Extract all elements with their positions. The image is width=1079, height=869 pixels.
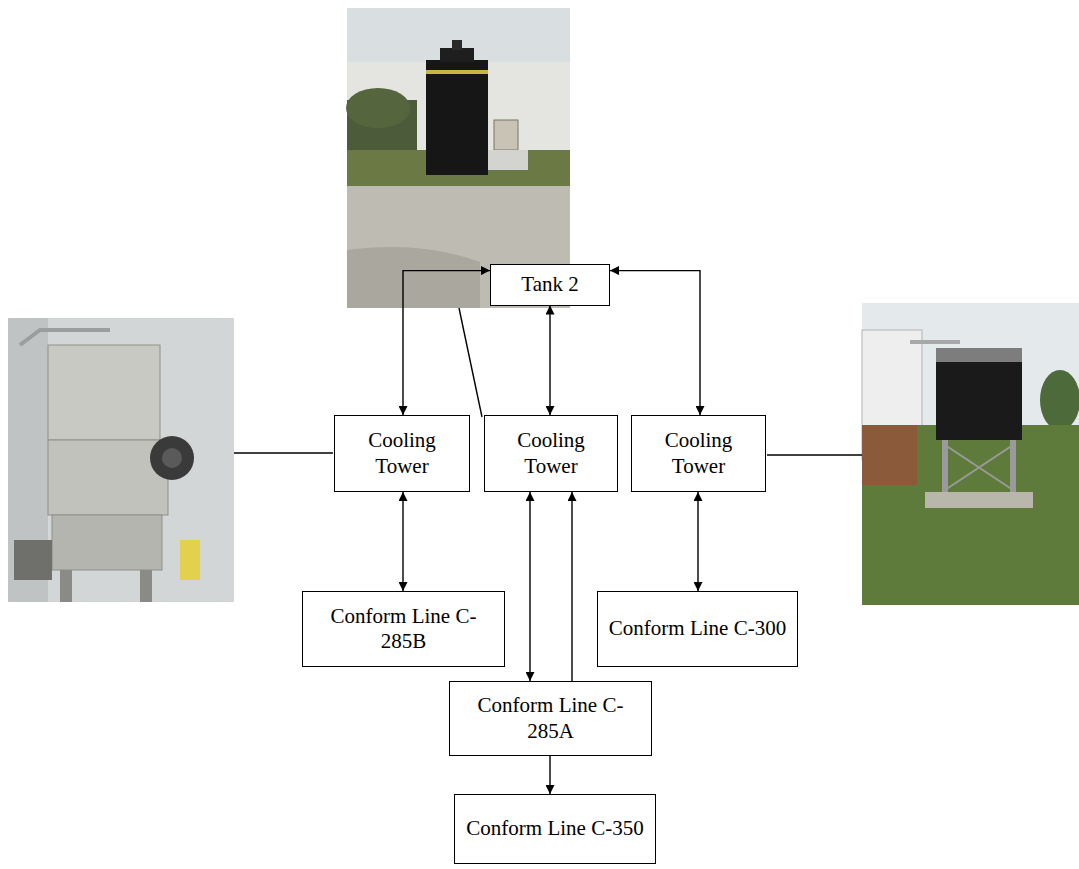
tower-leg bbox=[1010, 440, 1016, 495]
tower-leg bbox=[942, 440, 948, 495]
leader-line bbox=[234, 452, 333, 453]
flow-connector bbox=[549, 306, 550, 415]
process-box: Cooling Tower bbox=[631, 415, 766, 492]
tree bbox=[1040, 370, 1079, 430]
fan-motor bbox=[150, 436, 194, 480]
photo-sky bbox=[862, 303, 1079, 605]
process-box: Conform Line C-300 bbox=[597, 591, 798, 667]
valve bbox=[180, 540, 200, 580]
process-box: Tank 2 bbox=[490, 264, 610, 305]
flow-connector bbox=[610, 271, 700, 415]
tower-body bbox=[936, 348, 1022, 440]
wet-patch bbox=[347, 247, 480, 308]
pipe bbox=[20, 330, 110, 345]
mulch bbox=[862, 425, 917, 485]
legged-tower-photo bbox=[862, 303, 1079, 605]
flow-connector bbox=[549, 756, 550, 794]
process-box: Conform Line C-285B bbox=[302, 591, 505, 667]
flow-connector bbox=[403, 271, 490, 415]
leader-line bbox=[459, 308, 482, 417]
leg-brace bbox=[945, 445, 1013, 490]
tower-leg bbox=[60, 570, 72, 602]
box-label: Conform Line C-285B bbox=[309, 604, 498, 654]
process-box: Cooling Tower bbox=[484, 415, 618, 492]
pipe bbox=[910, 340, 960, 344]
box-label: Cooling Tower bbox=[491, 428, 611, 478]
process-box: Conform Line C-285A bbox=[449, 681, 652, 756]
tower-base bbox=[52, 515, 162, 570]
tower-top bbox=[936, 348, 1022, 362]
photo-sky bbox=[347, 8, 570, 308]
pump bbox=[488, 150, 528, 170]
tank-top bbox=[440, 48, 474, 62]
tank-photo bbox=[346, 8, 570, 308]
leader-line bbox=[767, 454, 862, 455]
concrete-pad bbox=[925, 492, 1033, 508]
housing-tower-photo bbox=[8, 318, 234, 602]
flow-connector bbox=[402, 492, 403, 591]
flow-connector bbox=[571, 492, 572, 681]
tower-leg bbox=[140, 570, 152, 602]
pipework bbox=[14, 540, 52, 580]
box-label: Tank 2 bbox=[497, 272, 603, 297]
tank-band bbox=[426, 70, 488, 74]
grass bbox=[862, 425, 1079, 605]
sign-board bbox=[494, 120, 518, 150]
process-box: Conform Line C-350 bbox=[454, 794, 656, 864]
fan-hub bbox=[162, 448, 182, 468]
photo-ground bbox=[8, 318, 234, 602]
flow-connector bbox=[529, 492, 530, 681]
tank-body bbox=[426, 60, 488, 175]
box-label: Conform Line C-300 bbox=[604, 616, 791, 641]
box-label: Cooling Tower bbox=[638, 428, 759, 478]
box-label: Conform Line C-285A bbox=[456, 693, 645, 743]
shrub bbox=[346, 88, 410, 128]
flow-connector bbox=[697, 492, 698, 591]
process-box: Cooling Tower bbox=[334, 415, 470, 492]
box-label: Conform Line C-350 bbox=[461, 816, 649, 841]
box-label: Cooling Tower bbox=[341, 428, 463, 478]
tank-cap bbox=[452, 40, 462, 50]
tower-upper bbox=[48, 345, 160, 440]
tower-middle bbox=[48, 440, 168, 515]
